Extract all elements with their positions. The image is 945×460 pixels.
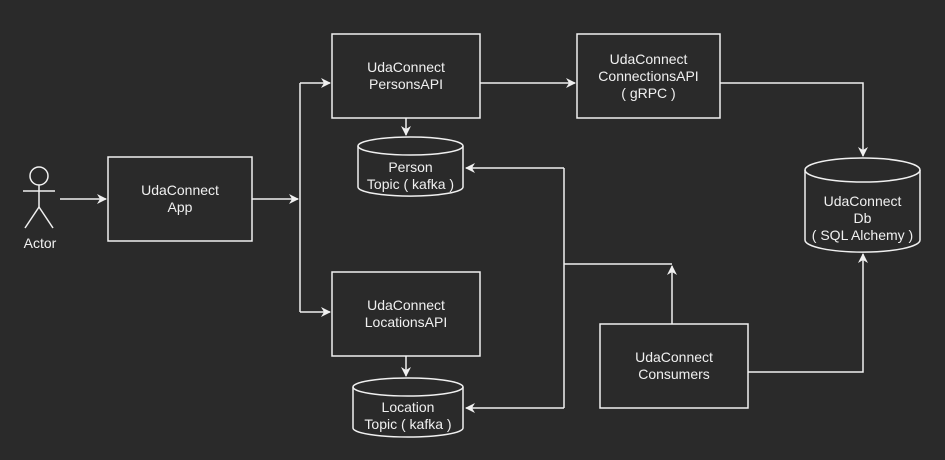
person-topic-cylinder [357, 136, 464, 197]
locations-api-label: UdaConnect LocationsAPI [332, 272, 480, 356]
consumers-box [599, 323, 749, 409]
location-topic-label-line-1: Location [381, 399, 435, 415]
connections-api-label: UdaConnect ConnectionsAPI ( gRPC ) [577, 34, 720, 118]
app-label: UdaConnect App [108, 157, 252, 241]
person-topic-label: Person Topic ( kafka ) [358, 158, 463, 194]
connections-api-box [576, 33, 721, 119]
locations-api-label-line-1: UdaConnect [367, 297, 445, 313]
connections-api-label-line-2: ConnectionsAPI [598, 67, 699, 84]
db-cylinder [804, 157, 921, 253]
connectors [60, 78, 868, 413]
db-label: UdaConnect Db ( SQL Alchemy ) [805, 191, 920, 245]
stick-figure-icon [23, 166, 55, 229]
db-label-line-2: Db [853, 209, 872, 226]
connections-api-label-line-1: UdaConnect [609, 50, 688, 67]
app-label-line-1: UdaConnect [141, 182, 219, 198]
app-label-line-2: App [167, 199, 193, 215]
location-topic-label-line-2: Topic ( kafka ) [364, 416, 452, 432]
persons-api-label: UdaConnect PersonsAPI [332, 34, 480, 118]
actor-label: Actor [23, 234, 57, 251]
consumers-label: UdaConnect Consumers [600, 324, 748, 408]
connections-api-label-line-3: ( gRPC ) [621, 84, 676, 101]
person-topic-label-line-1: Person [388, 159, 433, 175]
person-topic-label-line-2: Topic ( kafka ) [366, 176, 455, 192]
persons-api-label-line-1: UdaConnect [367, 59, 445, 75]
location-topic-label: Location Topic ( kafka ) [353, 398, 463, 434]
persons-api-label-line-2: PersonsAPI [369, 76, 443, 92]
locations-api-label-line-2: LocationsAPI [364, 314, 448, 330]
consumers-label-line-2: Consumers [638, 366, 710, 382]
db-label-line-3: ( SQL Alchemy ) [811, 226, 914, 243]
consumers-label-line-1: UdaConnect [635, 349, 713, 365]
location-topic-cylinder [352, 377, 464, 438]
db-label-line-1: UdaConnect [823, 192, 902, 209]
